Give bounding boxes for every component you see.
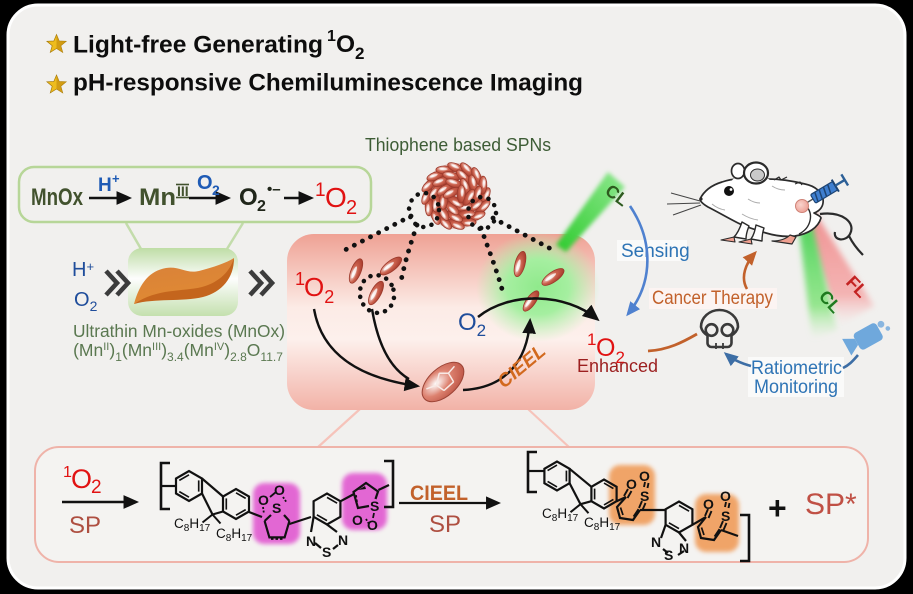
svg-text:H: H xyxy=(98,175,112,196)
svg-text:O: O xyxy=(720,488,731,504)
svg-text:1: 1 xyxy=(63,464,72,481)
svg-text:1: 1 xyxy=(295,269,305,289)
svg-text:Ratiometric: Ratiometric xyxy=(751,358,842,379)
svg-text:O: O xyxy=(239,184,258,211)
svg-text:Light-free Generating: Light-free Generating xyxy=(73,32,323,59)
svg-text:SP: SP xyxy=(69,512,101,539)
svg-text:1: 1 xyxy=(587,330,596,349)
svg-text:+: + xyxy=(112,171,120,186)
svg-text:S: S xyxy=(664,547,673,563)
svg-text:O: O xyxy=(367,517,378,533)
svg-text:N: N xyxy=(679,540,689,556)
svg-text:•–: •– xyxy=(267,181,281,198)
svg-text:Enhanced: Enhanced xyxy=(577,356,658,376)
svg-text:Cancer Therapy: Cancer Therapy xyxy=(652,288,773,309)
svg-text:2: 2 xyxy=(212,182,220,198)
svg-text:O: O xyxy=(703,496,714,512)
svg-text:O: O xyxy=(274,482,285,498)
svg-text:2: 2 xyxy=(257,198,266,215)
svg-text:O: O xyxy=(639,468,650,484)
svg-text:S: S xyxy=(370,498,379,514)
svg-text:1: 1 xyxy=(315,180,326,201)
svg-text:S: S xyxy=(322,544,331,560)
svg-text:+: + xyxy=(768,490,787,526)
svg-text:O: O xyxy=(626,476,637,492)
svg-text:Sensing: Sensing xyxy=(621,241,690,262)
svg-text:Ultrathin Mn-oxides (MnOx): Ultrathin Mn-oxides (MnOx) xyxy=(73,321,285,341)
svg-text:1: 1 xyxy=(327,28,336,45)
svg-text:O: O xyxy=(336,31,355,58)
svg-text:Thiophene based SPNs: Thiophene based SPNs xyxy=(365,134,551,155)
svg-text:CIEEL: CIEEL xyxy=(410,481,468,505)
svg-text:pH-responsive Chemiluminescenc: pH-responsive Chemiluminescence Imaging xyxy=(73,70,583,97)
svg-text:S: S xyxy=(721,508,730,524)
svg-text:O: O xyxy=(258,492,269,508)
svg-text:O: O xyxy=(197,172,213,194)
svg-text:SP: SP xyxy=(429,511,461,538)
svg-text:2: 2 xyxy=(355,44,364,63)
svg-text:Mn: Mn xyxy=(139,184,176,211)
svg-text:MnOx: MnOx xyxy=(31,184,84,211)
svg-text:O: O xyxy=(352,512,363,528)
svg-text:N: N xyxy=(306,533,316,549)
svg-text:S: S xyxy=(640,488,649,504)
svg-text:N: N xyxy=(651,534,661,550)
svg-text:2: 2 xyxy=(91,477,102,498)
svg-text:Monitoring: Monitoring xyxy=(754,377,838,398)
svg-text:O: O xyxy=(71,464,92,494)
svg-text:N: N xyxy=(338,532,348,548)
svg-text:III: III xyxy=(177,183,189,199)
svg-text:O: O xyxy=(325,182,347,213)
svg-text:S: S xyxy=(272,500,281,516)
svg-text:SP*: SP* xyxy=(805,488,857,521)
svg-text:2: 2 xyxy=(346,197,357,219)
